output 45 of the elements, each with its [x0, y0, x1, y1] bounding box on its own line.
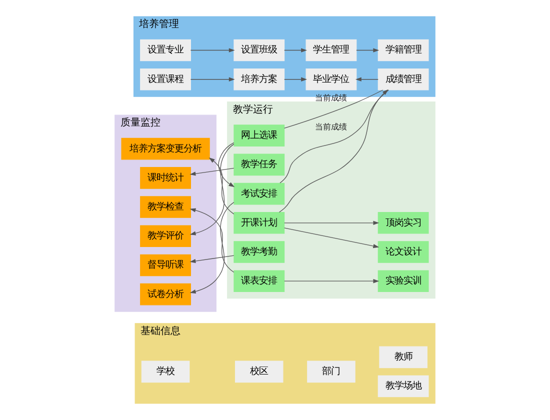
node-box: 学籍管理: [378, 39, 429, 62]
arrow: [284, 77, 308, 82]
arrow: [284, 279, 380, 284]
node-box: 教师: [379, 346, 428, 368]
node-box: 设置专业: [140, 39, 191, 62]
node-box: 学校: [141, 360, 190, 383]
arrow: [208, 158, 234, 214]
node-box: 督导听课: [140, 254, 191, 276]
node-box: 课表安排: [234, 270, 285, 292]
node-box: 课时统计: [140, 167, 191, 189]
node-box: 网上选课: [234, 124, 285, 146]
node-box: 设置班级: [234, 39, 285, 62]
node-box: 开课计划: [234, 212, 285, 234]
arrow: [190, 48, 235, 52]
arrow: [190, 208, 234, 273]
arrow: [356, 48, 380, 52]
node-box: 设置课程: [140, 68, 191, 90]
node-box: 培养方案: [234, 68, 285, 90]
node-box: 教学检查: [140, 196, 191, 218]
node-box: 论文设计: [378, 241, 429, 263]
node-box: 培养方案变更分析: [121, 138, 210, 160]
arrow: [284, 220, 380, 225]
arrow: [190, 144, 234, 236]
node-box: 部门: [307, 360, 356, 383]
node-box: 教学任务: [234, 154, 285, 176]
node-box: 成绩管理: [378, 68, 429, 90]
node-box: 毕业学位: [306, 68, 357, 90]
node-box: 考试安排: [234, 182, 285, 205]
arrow: [218, 142, 235, 188]
arrow: [355, 77, 378, 82]
node-box: 顶岗实习: [378, 212, 429, 234]
node-box: 教学评价: [140, 225, 191, 248]
arrow: [190, 202, 234, 294]
arrow: [190, 77, 235, 82]
node-box: 教学考勤: [234, 241, 285, 263]
arrow: [190, 255, 234, 264]
node-box: 校区: [234, 360, 284, 383]
node-box: 实验实训: [378, 270, 429, 292]
node-box: 试卷分析: [140, 283, 191, 306]
arrow: [190, 168, 234, 176]
node-box: 教学场地: [378, 375, 429, 398]
connector: [284, 90, 384, 129]
node-box: 学生管理: [306, 39, 357, 62]
arrow: [284, 48, 308, 52]
arrow: [284, 228, 380, 248]
